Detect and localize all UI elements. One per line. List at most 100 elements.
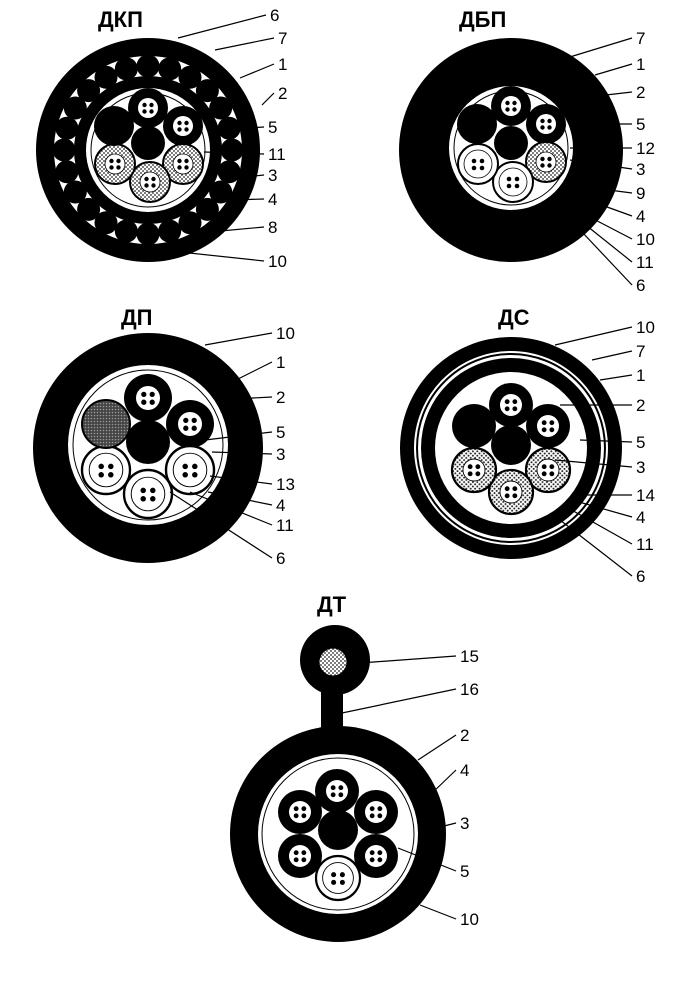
leader-line [559, 519, 633, 577]
part-label: 1 [636, 366, 645, 385]
part-label: 12 [636, 139, 655, 158]
part-label: 2 [460, 726, 469, 745]
part-label: 4 [276, 496, 285, 515]
leader-line [235, 174, 265, 179]
part-label: 4 [636, 508, 645, 527]
diagram-title: ДБП [459, 7, 506, 32]
armor-wire [77, 197, 101, 221]
leader-line [559, 189, 633, 217]
armor-wire [114, 57, 138, 81]
part-label: 11 [636, 253, 654, 272]
central-member [491, 425, 531, 465]
messenger-wire [318, 647, 348, 677]
part-label: 16 [460, 680, 479, 699]
leader-line [239, 63, 275, 79]
leader-line [209, 475, 273, 485]
diagram-title: ДП [121, 305, 153, 330]
leader-line [214, 396, 273, 401]
armor-wire [52, 138, 76, 162]
armor-wire [209, 180, 233, 204]
part-label: 2 [278, 84, 287, 103]
leader-line [261, 92, 275, 106]
part-labels: 6712511348107125123941011610125313411610… [268, 6, 655, 929]
part-label: 5 [636, 433, 645, 452]
leader-line [591, 350, 633, 361]
leader-line [605, 91, 633, 96]
leader-line [429, 769, 457, 796]
central-member [126, 420, 170, 464]
armor-wire [220, 138, 244, 162]
part-label: 1 [276, 353, 285, 372]
armor-wire [195, 197, 219, 221]
armor-wire [114, 219, 138, 243]
leader-line [179, 251, 265, 262]
armor-wire [55, 160, 79, 184]
part-label: 2 [276, 388, 285, 407]
leader-line [207, 491, 273, 506]
leader-line [359, 655, 457, 664]
leader-line [579, 211, 633, 240]
leader-lines [169, 14, 633, 920]
part-label: 14 [636, 486, 655, 505]
part-label: 13 [276, 475, 295, 494]
leader-line [204, 431, 273, 441]
part-label: 3 [636, 458, 645, 477]
armor-wire [217, 116, 241, 140]
leader-line [569, 184, 633, 194]
armor-wire [63, 96, 87, 120]
leader-line [231, 198, 265, 201]
central-member [131, 126, 165, 160]
leader-line [559, 37, 633, 61]
leader-line [579, 439, 633, 443]
armor-wire [195, 79, 219, 103]
diagram-title: ДТ [317, 592, 347, 617]
part-label: 6 [636, 567, 645, 586]
part-label: 5 [268, 118, 277, 137]
part-label: 4 [268, 190, 277, 209]
leader-line [204, 332, 273, 346]
leader-line [581, 231, 633, 286]
leader-line [203, 151, 265, 155]
part-label: 3 [276, 445, 285, 464]
leader-line [247, 126, 265, 129]
part-label: 2 [636, 83, 645, 102]
diagram-dkp: ДКП [36, 7, 260, 262]
diagram-dbp: ДБП [399, 7, 623, 262]
part-label: 9 [636, 184, 645, 203]
part-label: 7 [278, 29, 287, 48]
armor-wire [158, 57, 182, 81]
leader-line [397, 847, 457, 872]
leader-line [571, 499, 633, 518]
part-label: 2 [636, 396, 645, 415]
part-label: 5 [636, 115, 645, 134]
armor-wire [94, 211, 118, 235]
part-label: 6 [636, 276, 645, 295]
armor-wire [63, 180, 87, 204]
armor-wire [94, 65, 118, 89]
leader-line [177, 14, 267, 39]
leader-line [599, 374, 633, 381]
armor-wire [77, 79, 101, 103]
part-label: 1 [636, 55, 645, 74]
leader-line [214, 37, 275, 51]
armor-wire [209, 96, 233, 120]
web-bridge [321, 690, 343, 736]
leader-line [209, 226, 265, 233]
diagram-title: ДС [498, 305, 530, 330]
part-label: 10 [268, 252, 287, 271]
leader-line [169, 491, 273, 559]
part-label: 3 [460, 814, 469, 833]
leader-line [569, 159, 633, 170]
part-label: 11 [268, 145, 286, 164]
diagram-ds: ДС [400, 305, 622, 559]
part-label: 11 [636, 535, 654, 554]
leader-line [581, 221, 633, 263]
part-label: 3 [268, 166, 277, 185]
armor-wire [136, 222, 160, 246]
armor-wire [178, 65, 202, 89]
part-label: 8 [268, 218, 277, 237]
leader-line [567, 507, 633, 545]
central-member [318, 810, 358, 850]
part-label: 3 [636, 160, 645, 179]
